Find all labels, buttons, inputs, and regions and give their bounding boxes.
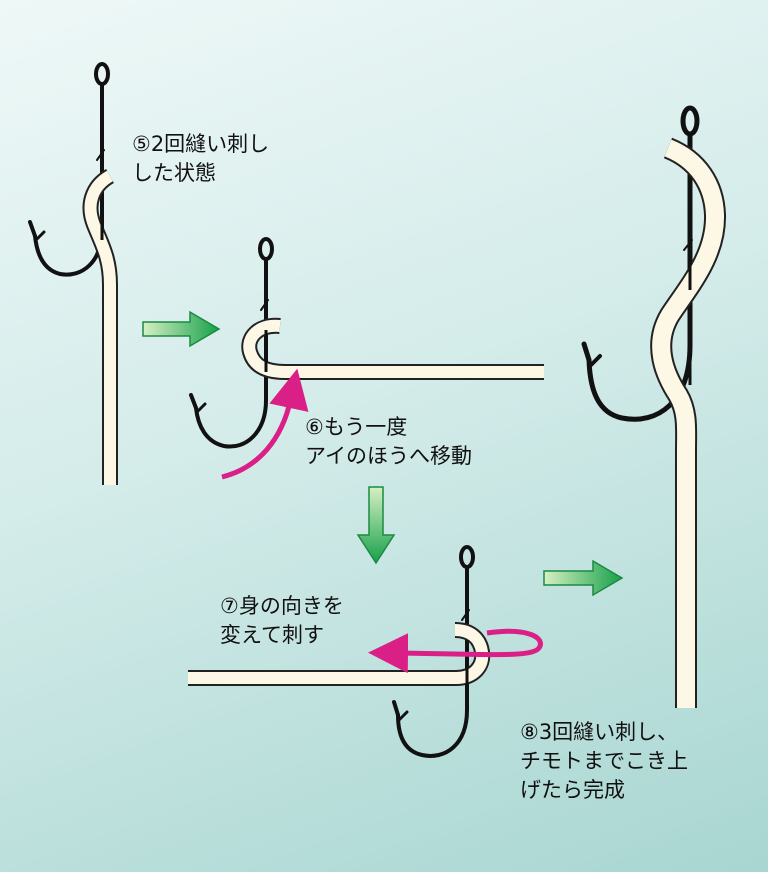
motion-arrow-icon [368,628,543,674]
flow-arrow-icon [543,559,624,597]
fishing-hook-icon [581,105,700,422]
step7-line1: ⑦身の向きを [220,594,344,618]
step7-figure [188,545,543,758]
motion-arrow-icon [221,368,309,480]
step7-label: ⑦身の向きを 変えて刺す [220,592,344,650]
step6-label: ⑥もう一度 アイのほうへ移動 [305,413,472,471]
flow-arrow-icon [356,486,396,565]
fishing-hook-icon [392,545,475,758]
bait-strip-icon [650,137,726,708]
step6-figure [189,237,544,480]
step5-figure [28,62,118,485]
step6-line2: アイのほうへ移動 [305,444,472,468]
bait-strip-icon [82,169,118,485]
step5-line2: した状態 [132,161,216,185]
step7-line2: 変えて刺す [220,623,324,647]
step8-line3: げたら完成 [520,778,625,802]
step5-label: ⑤2回縫い刺し した状態 [132,130,269,188]
step5-line1: ⑤2回縫い刺し [132,132,270,156]
bait-strip-icon [241,317,544,380]
step8-figure [581,105,726,708]
fishing-hook-icon [189,237,274,449]
step8-line2: チモトまでこき上 [520,749,688,773]
step6-line1: ⑥もう一度 [305,415,408,439]
flow-arrow-icon [142,310,221,348]
step8-label: ⑧3回縫い刺し、 チモトまでこき上 げたら完成 [520,718,688,805]
step8-line1: ⑧3回縫い刺し、 [520,720,679,744]
